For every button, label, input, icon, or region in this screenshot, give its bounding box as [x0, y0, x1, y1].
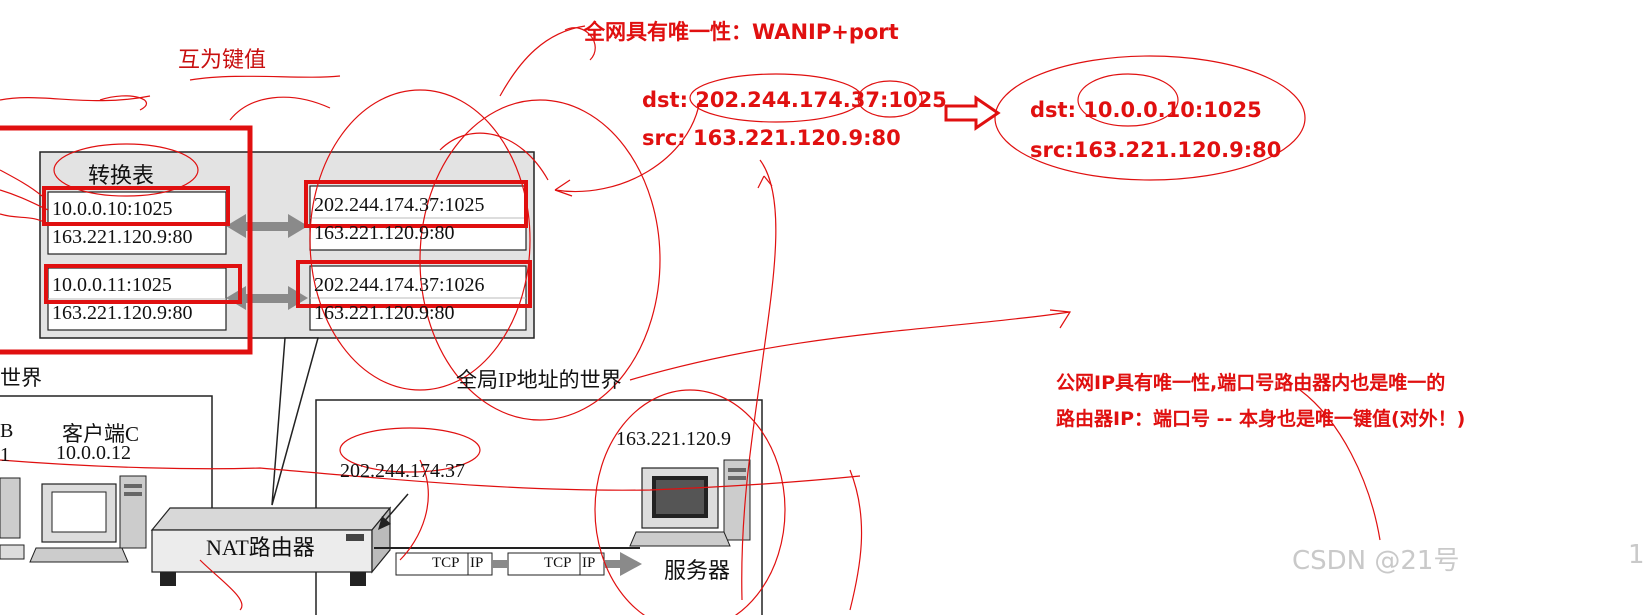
router-ip-pointer — [381, 493, 409, 525]
packet-after-dst: dst: 10.0.0.10:1025 — [1030, 98, 1262, 122]
public-ip-note-line-2: 路由器IP：端口号 -- 本身也是唯一键值(对外！) — [1056, 408, 1466, 430]
client-c-computer — [29, 475, 147, 563]
packet-after-src: src:163.221.120.9:80 — [1030, 138, 1282, 162]
private-world-frame — [0, 395, 213, 512]
host-b-letter: B — [0, 420, 14, 442]
table-row-1-public: 202.244.174.37:1025 — [314, 194, 485, 216]
packet-2-tcp-label: TCP — [544, 555, 572, 571]
router-ip: 202.244.174.37 — [340, 460, 465, 482]
client-c-ip: 10.0.0.12 — [56, 442, 131, 464]
transform-arrow — [944, 95, 1001, 131]
packet-before-src: src: 163.221.120.9:80 — [642, 126, 901, 150]
nat-router-box — [150, 506, 392, 586]
server-name: 服务器 — [664, 558, 731, 583]
packet-arrow-head — [620, 552, 642, 576]
table-row-2-private: 10.0.0.11:1025 — [52, 274, 172, 296]
public-ip-note-line-1: 公网IP具有唯一性,端口号路由器内也是唯一的 — [1056, 372, 1446, 394]
table-row-1-public-peer: 163.221.120.9:80 — [314, 222, 455, 244]
page-number: 1 — [1628, 540, 1645, 570]
handwritten-strokes — [0, 25, 1381, 615]
packet-1-tcp-label: TCP — [432, 555, 460, 571]
global-world-label: 全局IP地址的世界 — [456, 368, 622, 392]
server-computer — [629, 459, 751, 547]
mapping-arrow-1 — [226, 214, 308, 238]
table-row-1-private: 10.0.0.10:1025 — [52, 198, 173, 220]
host-b-digit: 1 — [0, 444, 10, 466]
csdn-watermark: CSDN @21号 — [1292, 546, 1460, 576]
table-title: 转换表 — [88, 163, 155, 188]
callout-tail — [271, 337, 319, 506]
table-row-1-private-peer: 163.221.120.9:80 — [52, 226, 193, 248]
server-ip: 163.221.120.9 — [616, 428, 731, 450]
packet-before-dst: dst: 202.244.174.37:1025 — [642, 88, 947, 112]
table-row-2-public: 202.244.174.37:1026 — [314, 274, 485, 296]
packet-2-ip-label: IP — [582, 555, 596, 571]
red-highlight-boxes — [0, 125, 532, 355]
table-row-2-public-peer: 163.221.120.9:80 — [314, 302, 455, 324]
client-c-name: 客户端C — [62, 422, 140, 446]
packet-1-ip-label: IP — [470, 555, 484, 571]
router-name: NAT路由器 — [206, 535, 315, 560]
table-row-2-private-peer: 163.221.120.9:80 — [52, 302, 193, 324]
private-world-label: 世界 — [0, 366, 42, 390]
mutual-key-note: 互为键值 — [178, 48, 267, 73]
global-unique-note: 全网具有唯一性：WANIP+port — [584, 20, 899, 44]
host-b-computer — [0, 477, 25, 560]
